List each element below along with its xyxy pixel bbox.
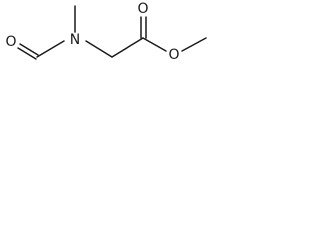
formyl-co-double-bond-1 — [17, 47, 37, 60]
bonds — [17, 5, 207, 60]
ester-o-methyl-bond — [181, 37, 207, 52]
n-ch2-bond — [85, 40, 113, 58]
formyl-co-double-bond-2 — [19, 43, 39, 56]
atom-formyl-o: O — [5, 34, 16, 50]
carbonyl-ester-o-bond — [142, 37, 167, 52]
atom-amide-n: N — [70, 32, 80, 48]
atom-ester-o: O — [168, 47, 179, 63]
ch2-carbonyl-bond — [111, 37, 144, 58]
structural-formula: O N O O — [5, 1, 207, 63]
formyl-c-n-bond — [36, 40, 65, 58]
atom-carbonyl-o: O — [137, 1, 148, 17]
atom-labels: O N O O — [5, 1, 179, 63]
